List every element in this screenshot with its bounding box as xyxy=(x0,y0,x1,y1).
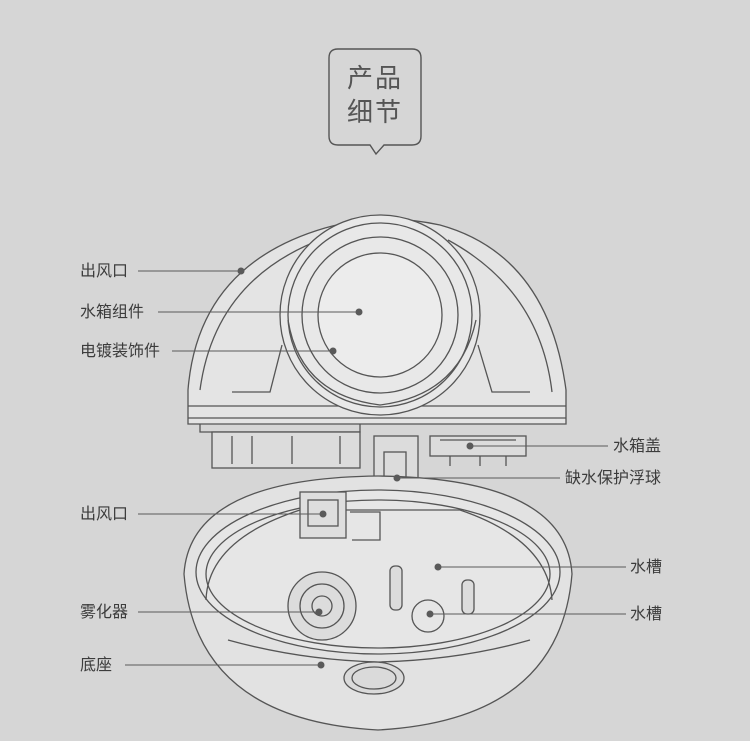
callout-base: 底座 xyxy=(80,655,113,674)
dome-underside xyxy=(199,424,527,479)
callout-tank-lid: 水箱盖 xyxy=(613,436,662,455)
callout-float: 缺水保护浮球 xyxy=(565,468,662,487)
speech-bubble-icon xyxy=(328,48,422,156)
callout-water-trough-1: 水槽 xyxy=(630,557,663,576)
callout-air-outlet-base: 出风口 xyxy=(80,504,129,523)
base-bowl xyxy=(183,475,573,731)
heading-title: 产品 细节 xyxy=(328,62,422,130)
callout-water-trough-2: 水槽 xyxy=(630,604,663,623)
upper-dome xyxy=(187,214,567,425)
callout-tank-assembly: 水箱组件 xyxy=(80,302,145,321)
callout-air-outlet-top: 出风口 xyxy=(80,261,129,280)
heading-line-2: 细节 xyxy=(346,98,403,128)
heading-line-1: 产品 xyxy=(346,64,403,94)
heading-badge: 产品 细节 xyxy=(328,48,422,156)
callout-plated-trim: 电镀装饰件 xyxy=(80,341,161,360)
leader-lines xyxy=(125,267,626,669)
callout-atomizer: 雾化器 xyxy=(80,602,129,621)
